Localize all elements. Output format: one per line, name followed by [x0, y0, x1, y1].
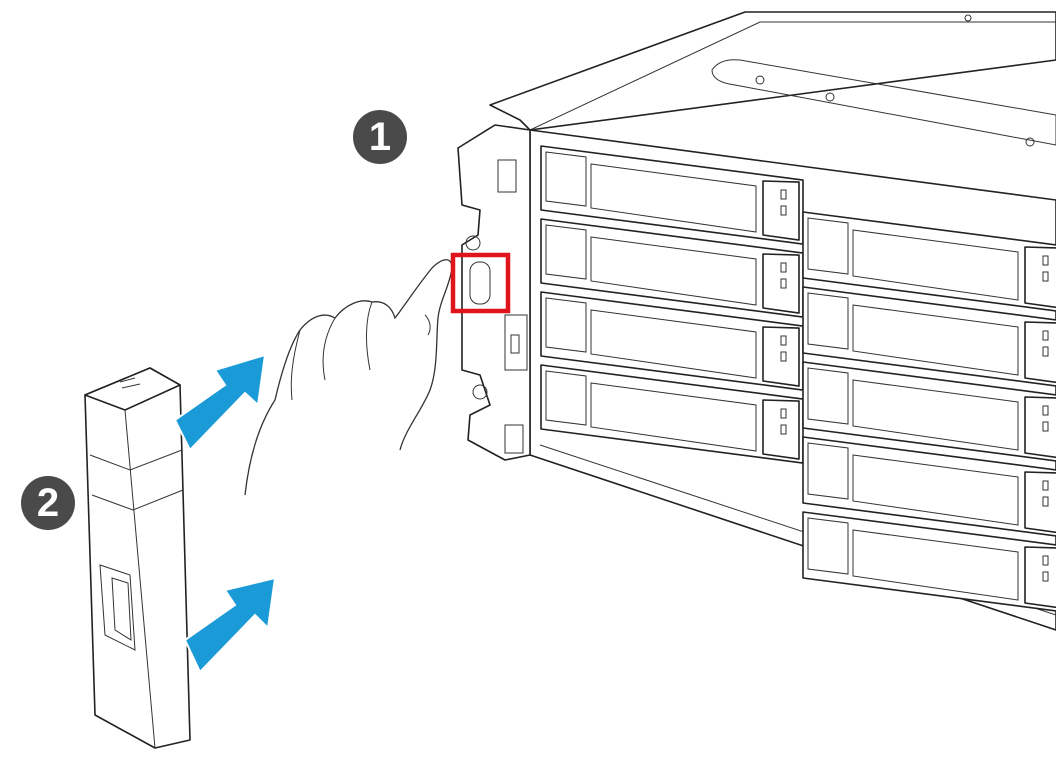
drive-tray[interactable]	[802, 211, 1056, 312]
step-2-badge: 2	[21, 476, 75, 530]
arrow-icon	[173, 353, 267, 452]
drive-tray[interactable]	[802, 286, 1056, 387]
step-1-badge: 1	[353, 110, 407, 164]
drive-tray[interactable]	[802, 361, 1056, 462]
bezel-icon	[84, 367, 191, 749]
top-rail	[711, 59, 1056, 146]
hand-icon	[244, 259, 453, 496]
drive-tray[interactable]	[540, 218, 804, 318]
drive-tray[interactable]	[540, 364, 804, 464]
drive-trays	[540, 145, 1056, 612]
bezel-release-latch	[469, 261, 491, 305]
drive-tray[interactable]	[802, 511, 1056, 612]
drive-tray[interactable]	[802, 436, 1056, 537]
latch-highlight	[450, 252, 511, 314]
drive-tray[interactable]	[540, 291, 804, 391]
usb-port	[504, 314, 528, 371]
arrow-icon	[183, 576, 277, 674]
rack-ear	[457, 124, 531, 461]
chassis-top	[489, 11, 1056, 131]
